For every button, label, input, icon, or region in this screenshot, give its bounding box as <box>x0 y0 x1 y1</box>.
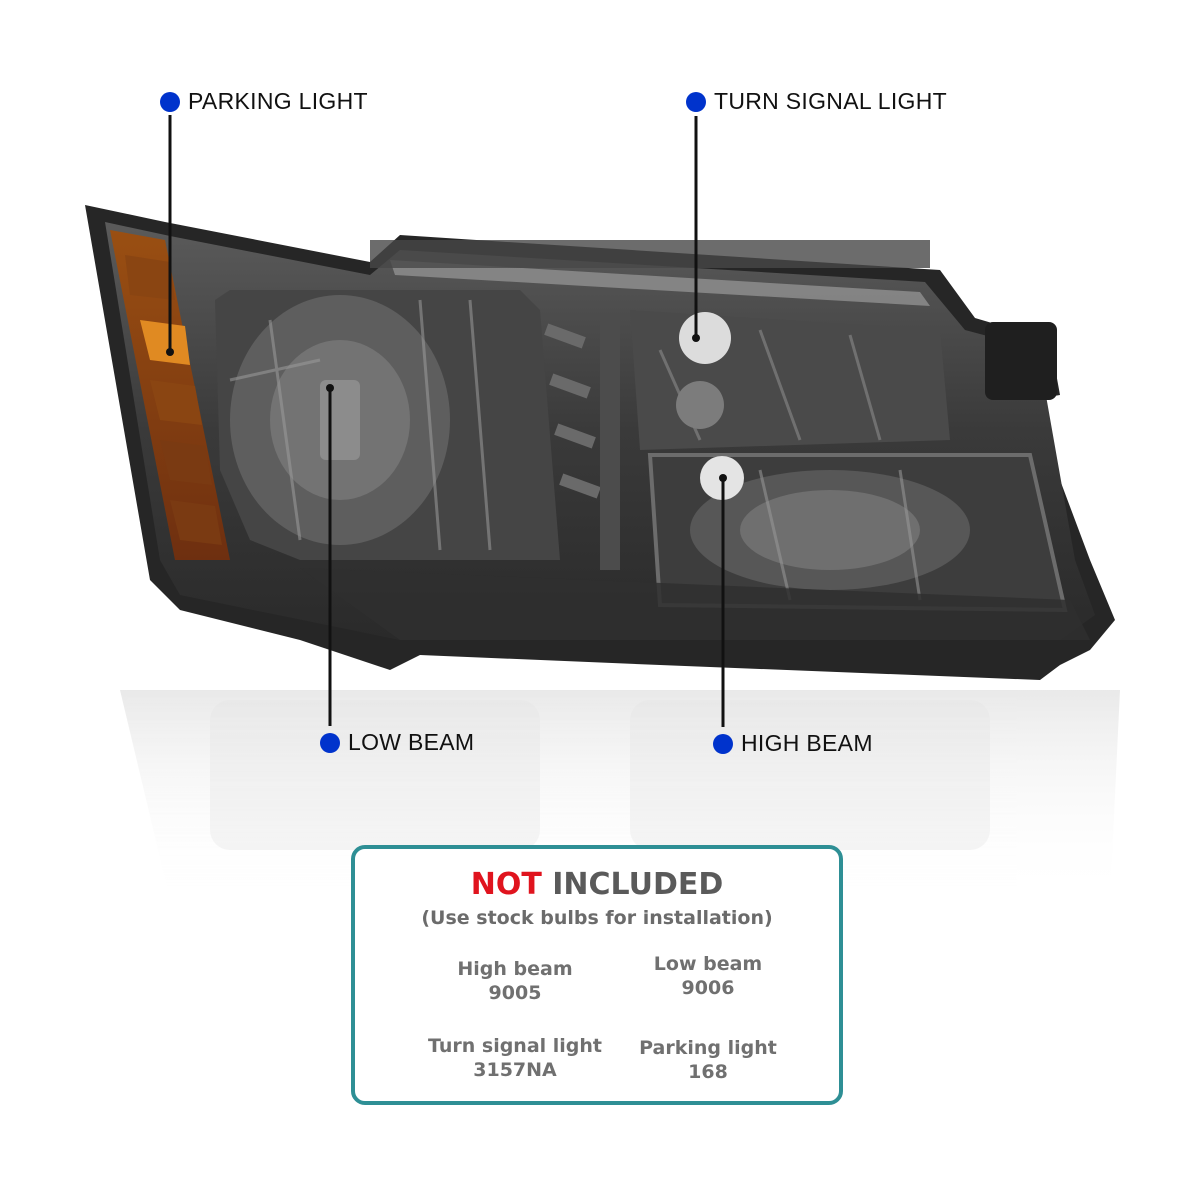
turn-signal-chamber <box>630 310 950 450</box>
bottom-trim <box>300 568 1090 640</box>
callout-dot <box>686 91 706 112</box>
callout-label: LOW BEAM <box>348 729 475 755</box>
bulb-low-beam: Low beam 9006 <box>598 952 818 1000</box>
bulb-high-beam: High beam 9005 <box>405 957 625 1005</box>
callout-high-beam: HIGH BEAM <box>713 730 873 757</box>
callout-turn-signal-light: TURN SIGNAL LIGHT <box>686 88 947 115</box>
bulbs-not-included-box: NOT INCLUDED (Use stock bulbs for instal… <box>351 845 843 1105</box>
callout-parking-light: PARKING LIGHT <box>160 88 368 115</box>
leader-lines <box>168 115 725 727</box>
bulb-turn-signal-light: Turn signal light 3157NA <box>405 1034 625 1082</box>
bulb-name: Low beam <box>653 953 763 975</box>
high-beam-chamber <box>647 453 1068 613</box>
bulb-code: 168 <box>688 1061 728 1083</box>
callout-low-beam: LOW BEAM <box>320 729 474 756</box>
amber-side-marker <box>110 230 230 560</box>
callout-dot <box>713 733 733 754</box>
bulb-name: High beam <box>457 958 573 980</box>
center-reflector-fins <box>544 320 620 570</box>
bulb-code: 3157NA <box>473 1059 557 1081</box>
callout-label: TURN SIGNAL LIGHT <box>714 88 947 114</box>
callout-label: HIGH BEAM <box>741 730 873 756</box>
bulb-name: Turn signal light <box>427 1035 603 1057</box>
box-subtitle: (Use stock bulbs for installation) <box>421 907 773 929</box>
bulb-parking-light: Parking light 168 <box>598 1036 818 1084</box>
not-label: NOT <box>470 867 542 902</box>
included-label: INCLUDED <box>541 867 724 902</box>
bulb-code: 9006 <box>681 977 735 999</box>
callout-dot <box>320 732 340 753</box>
bulb-name: Parking light <box>639 1037 777 1059</box>
callout-label: PARKING LIGHT <box>188 88 368 114</box>
low-beam-reflector <box>215 290 560 560</box>
bulb-code: 9005 <box>488 982 542 1004</box>
callout-dot <box>160 91 180 112</box>
box-title: NOT INCLUDED <box>355 867 839 902</box>
